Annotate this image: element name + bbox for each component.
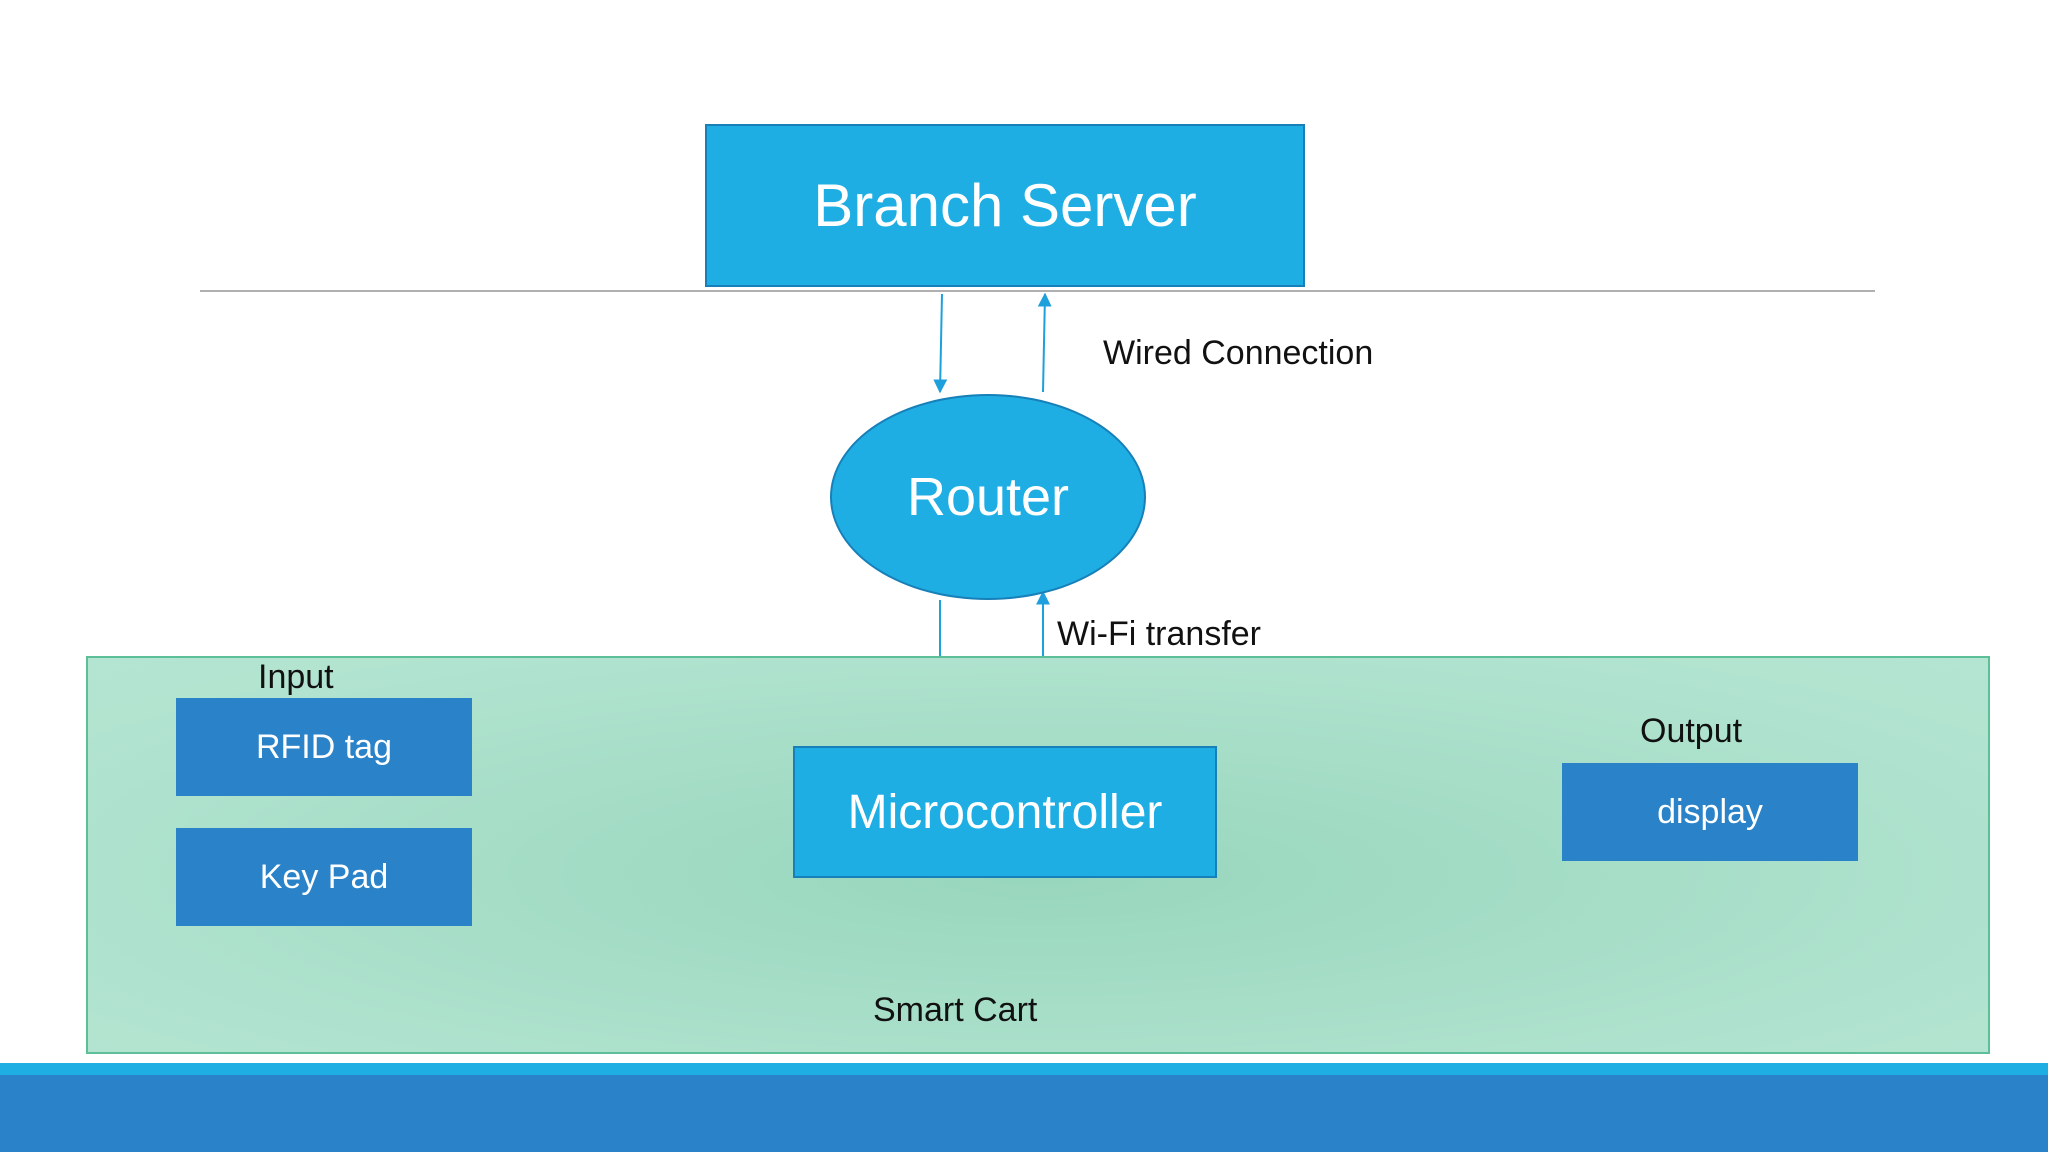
rfid-tag-node: RFID tag (176, 698, 472, 796)
display-node: display (1562, 763, 1858, 861)
footer-band (0, 1075, 2048, 1152)
server-to-router-arrow (933, 293, 948, 394)
router-node: Router (830, 394, 1146, 600)
router-to-server-arrow (1037, 292, 1052, 393)
wired-connection-label: Wired Connection (1103, 334, 1374, 372)
keypad-label: Key Pad (259, 857, 389, 896)
footer-accent-stripe (0, 1063, 2048, 1075)
wifi-transfer-label: Wi-Fi transfer (1057, 615, 1261, 653)
branch-server-label: Branch Server (813, 172, 1197, 239)
output-group-label: Output (1640, 712, 1743, 750)
branch-server-node: Branch Server (705, 124, 1305, 287)
input-group-label: Input (258, 658, 334, 696)
rfid-tag-label: RFID tag (255, 727, 393, 766)
router-label: Router (906, 467, 1070, 527)
smart-cart-label: Smart Cart (873, 991, 1038, 1029)
microcontroller-node: Microcontroller (793, 746, 1217, 878)
keypad-node: Key Pad (176, 828, 472, 926)
display-label: display (1657, 792, 1763, 831)
microcontroller-label: Microcontroller (847, 785, 1163, 839)
